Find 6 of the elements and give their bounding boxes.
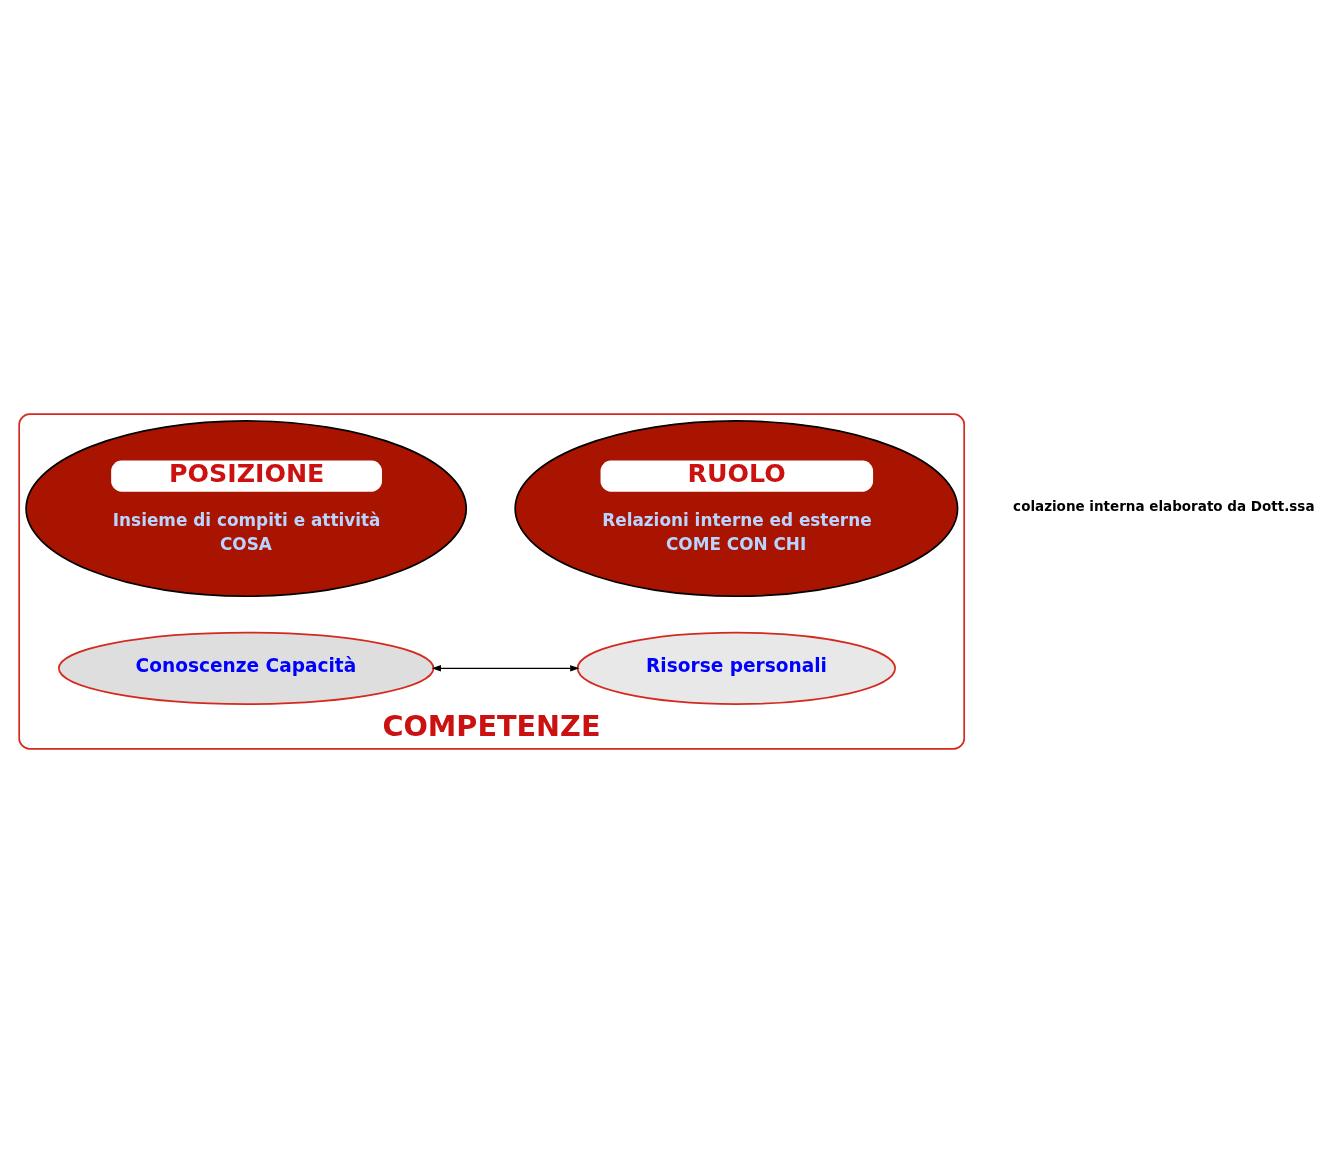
node-ellipse: POSIZIONE Insieme di compiti e attività COSA <box>25 419 468 597</box>
label: colazione interna elaborato da Dott.ssa <box>1013 497 1315 514</box>
node-ellipse: Conoscenze Capacità <box>57 631 435 705</box>
arrow <box>431 664 580 672</box>
node-ellipse: Risorse personali <box>576 631 896 705</box>
node-ellipse: RUOLO Relazioni interne ed esterne COME CON CHI <box>514 419 959 597</box>
